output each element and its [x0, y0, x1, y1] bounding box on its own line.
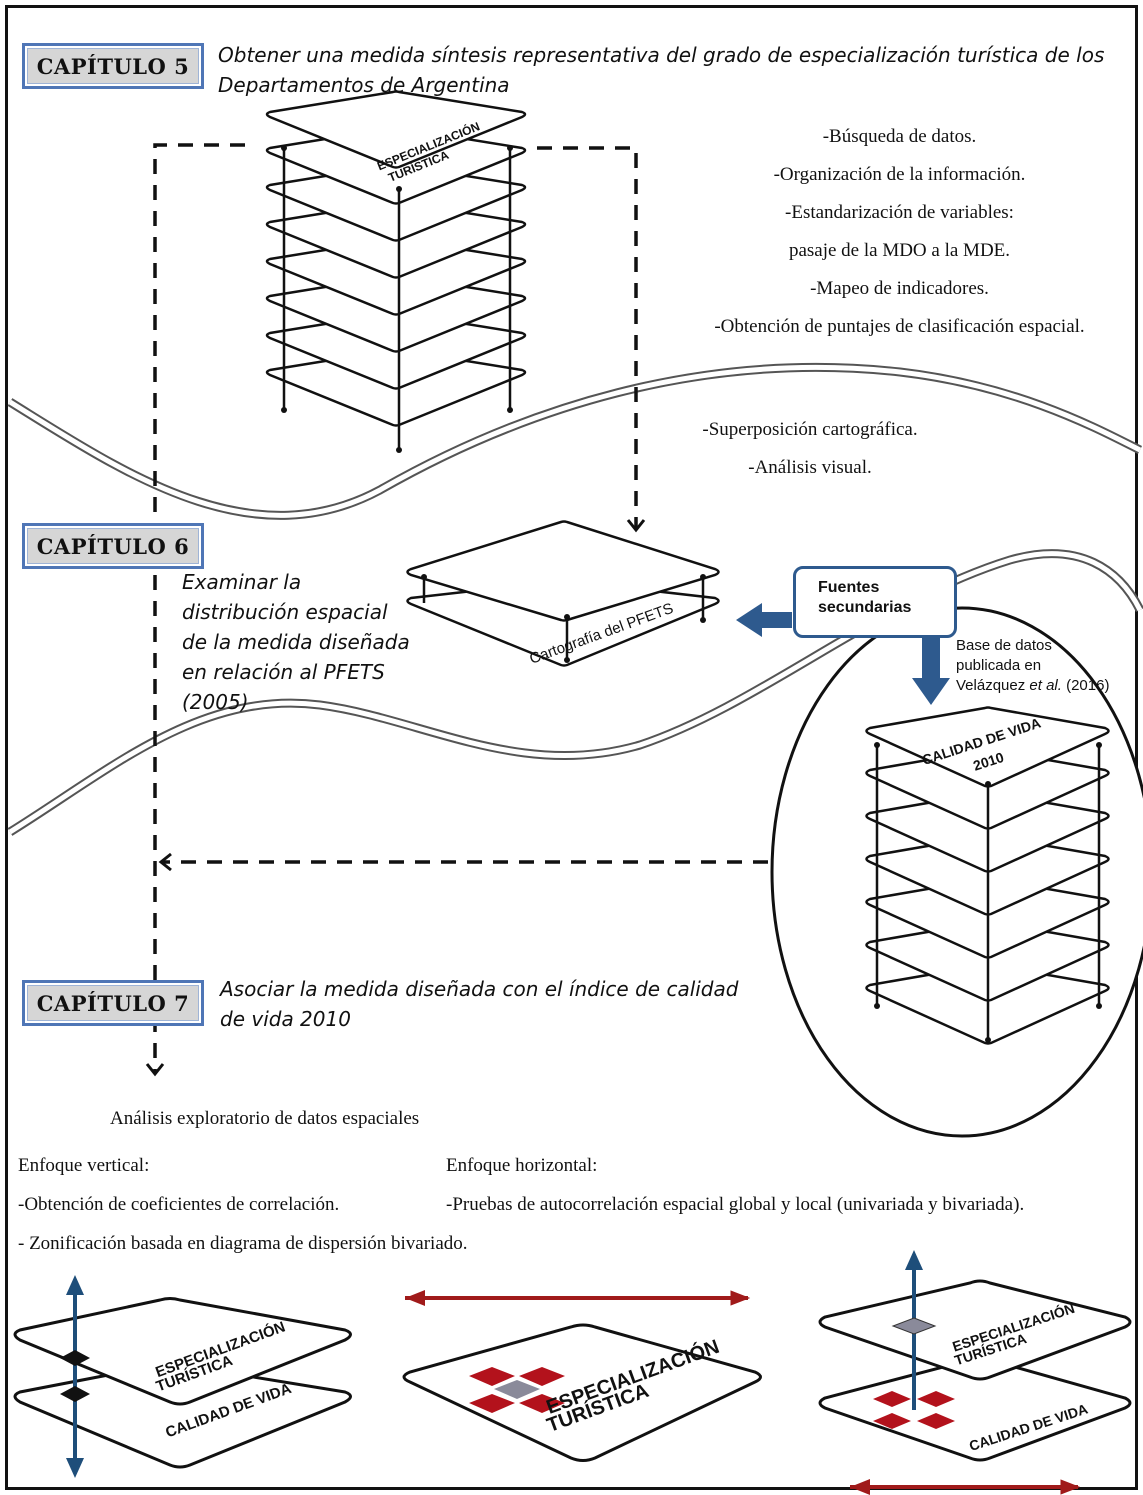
neighbor-cells [469, 1367, 565, 1413]
chapter-5-steps: -Búsqueda de datos. -Organización de la … [672, 118, 1127, 346]
chapter-6-objective: Examinar la distribución espacial de la … [182, 567, 422, 717]
citation-year: (2016) [1061, 677, 1110, 694]
chapter-5-objective: Obtener una medida síntesis representati… [218, 43, 1105, 97]
chapter-7-objective: Asociar la medida diseñada con el índice… [220, 974, 780, 1034]
chapter-6-objective-line: Examinar la [182, 570, 302, 594]
dashed-flow-lines [145, 143, 768, 1077]
stack-layers-esp [265, 90, 527, 427]
illustration-bivariate: ESPECIALIZACIÓN TURÍSTICA CALIDAD DE VID… [818, 1250, 1132, 1495]
database-note-line: Velázquez et al. (2016) [956, 676, 1109, 696]
et-al: et al. [1029, 677, 1062, 694]
arrow-down-blue [912, 638, 950, 705]
wave-separator-middle [7, 549, 1143, 836]
stack-especializacion: ESPECIALIZACIÓN TURÍSTICA [265, 90, 527, 453]
arrow-left-blue [736, 603, 792, 637]
wave-separator-top [7, 362, 1143, 520]
horizontal-approach-item: -Pruebas de autocorrelación espacial glo… [446, 1194, 1025, 1215]
vertical-approach-item: - Zonificación basada en diagrama de dis… [18, 1233, 468, 1254]
chapter-6-objective-line: en relación al PFETS [182, 660, 385, 684]
chapter-6-steps: -Superposición cartográfica. -Análisis v… [660, 411, 960, 487]
step-item: -Estandarización de variables: [785, 202, 1014, 223]
source-arrows [736, 603, 950, 705]
stack-dots-esp [281, 145, 513, 453]
database-note-line: publicada en [956, 657, 1042, 674]
step-item: -Organización de la información. [773, 164, 1026, 185]
stack-posts-esp [282, 148, 512, 450]
chapter-6-objective-line: de la medida diseñada [182, 630, 410, 654]
secondary-sources-box: Fuentes secundarias [793, 566, 957, 638]
illustration-vertical: ESPECIALIZACIÓN TURÍSTICA CALIDAD DE VID… [13, 1275, 352, 1478]
author-name: Velázquez [956, 677, 1030, 694]
chapter-7-objective-line: de vida 2010 [220, 1007, 351, 1031]
step-item: -Búsqueda de datos. [822, 126, 977, 147]
sources-line: Fuentes [818, 579, 880, 596]
analysis-title: Análisis exploratorio de datos espaciale… [110, 1108, 420, 1129]
chapter-7-objective-line: Asociar la medida diseñada con el índice… [220, 977, 739, 1001]
vertical-approach-item: -Obtención de coeficientes de correlació… [18, 1194, 340, 1215]
database-note: Base de datos publicada en Velázquez et … [956, 636, 1109, 696]
sources-line: secundarias [818, 599, 912, 616]
step-item: -Superposición cartográfica. [702, 419, 918, 440]
database-note-line: Base de datos [956, 637, 1052, 654]
step-item: -Mapeo de indicadores. [810, 278, 989, 299]
diagram-frame [5, 5, 1138, 1490]
horizontal-approach-title: Enfoque horizontal: [446, 1155, 598, 1176]
vertical-approach-title: Enfoque vertical: [18, 1155, 150, 1176]
stack-posts-cv [875, 745, 1101, 1040]
chapter-6-label: CAPÍTULO 6 [22, 523, 204, 569]
chapter-6-objective-line: distribución espacial [182, 600, 388, 624]
chapter-6-objective-line: (2005) [182, 690, 249, 714]
illustration-horizontal: ESPECIALIZACIÓN TURÍSTICA [402, 1290, 762, 1462]
step-item: -Obtención de puntajes de clasificación … [714, 316, 1085, 337]
chapter-7-label: CAPÍTULO 7 [22, 980, 204, 1026]
stack-calidad-vida: CALIDAD DE VIDA 2010 [865, 706, 1110, 1045]
step-item: pasaje de la MDO a la MDE. [788, 240, 1011, 261]
step-item: -Análisis visual. [748, 457, 872, 478]
chapter-5-label: CAPÍTULO 5 [22, 43, 204, 89]
stack-pfets: Cartografía del PFETS [406, 520, 720, 668]
